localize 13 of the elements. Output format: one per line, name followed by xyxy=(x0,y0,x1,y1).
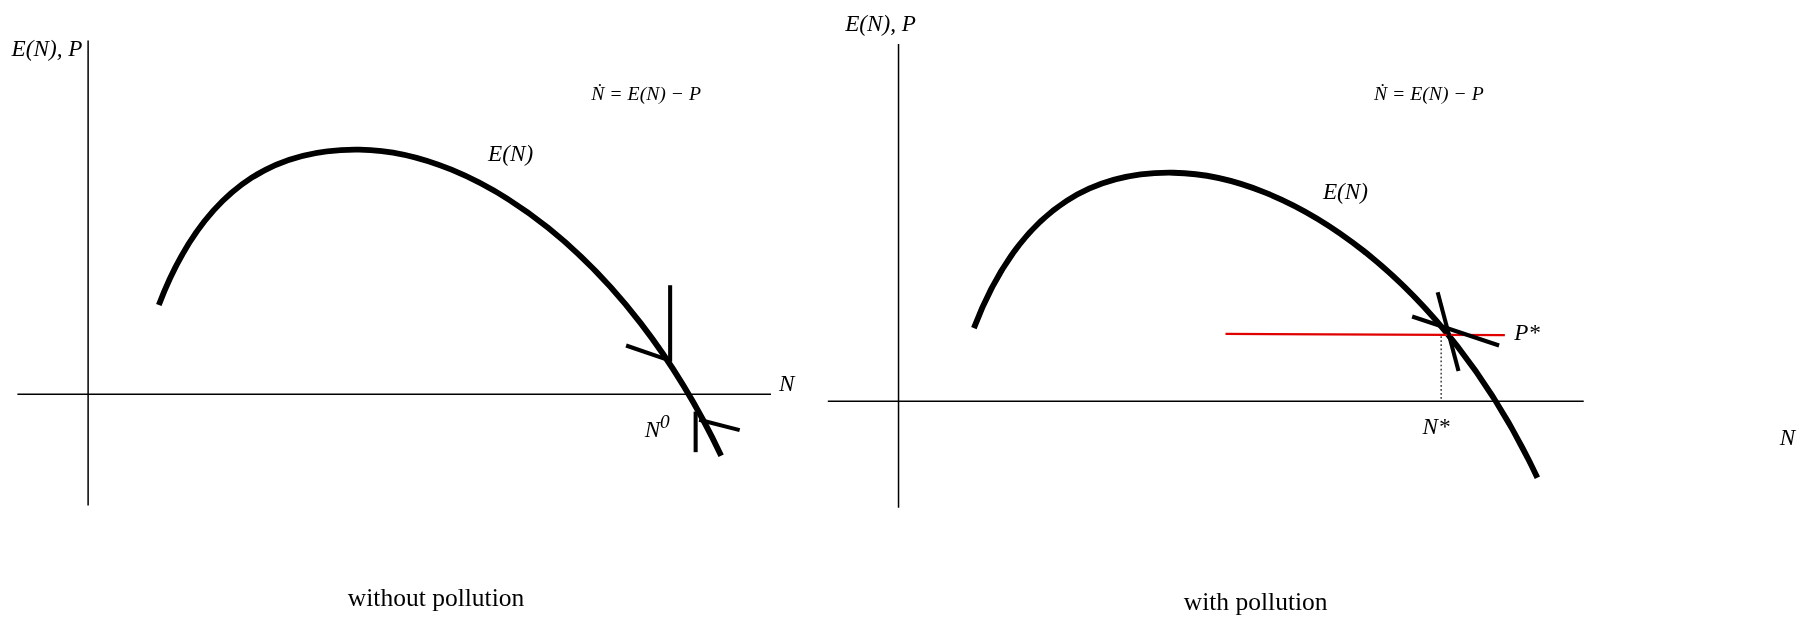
axis-label: N xyxy=(1779,425,1796,449)
point-label: N$^{0}$ xyxy=(644,412,670,441)
caption: with pollution xyxy=(1183,589,1328,615)
point-label: N* xyxy=(1422,413,1450,438)
equation: Ṅ = E(N) − P xyxy=(591,83,702,104)
curve-label: E(N) xyxy=(488,141,534,165)
axis-label: E(N), P xyxy=(11,35,83,60)
caption: without pollution xyxy=(347,585,525,611)
curve-label: E(N) xyxy=(1322,179,1368,203)
axis-label: E(N), P xyxy=(845,11,917,35)
axis-label: N xyxy=(779,371,795,395)
point-label: P* xyxy=(1514,320,1540,344)
equation: Ṅ = E(N) − P xyxy=(1373,83,1484,104)
